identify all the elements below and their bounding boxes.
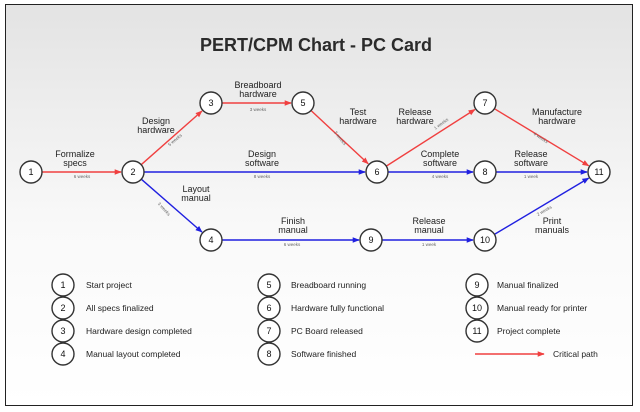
legend-text-8: Software finished bbox=[291, 349, 356, 359]
svg-text:6: 6 bbox=[374, 167, 379, 177]
event-node-3: 3 bbox=[199, 91, 223, 115]
svg-text:4: 4 bbox=[208, 235, 213, 245]
activity-arrow-10-11 bbox=[494, 177, 590, 236]
svg-text:1: 1 bbox=[60, 280, 65, 290]
event-node-8: 8 bbox=[473, 160, 497, 184]
svg-text:2: 2 bbox=[60, 303, 65, 313]
activity-duration-6-7: 1 weeks bbox=[433, 116, 450, 130]
svg-text:8: 8 bbox=[482, 167, 487, 177]
event-node-2: 2 bbox=[121, 160, 145, 184]
legend-item-2: 2 bbox=[51, 296, 75, 320]
activity-duration-4-9: 6 weeks bbox=[284, 242, 301, 247]
chart-title: PERT/CPM Chart - PC Card bbox=[200, 35, 432, 55]
svg-text:3: 3 bbox=[60, 326, 65, 336]
svg-text:3: 3 bbox=[208, 98, 213, 108]
activity-duration-7-11: 4 weeks bbox=[533, 131, 550, 145]
event-node-4: 4 bbox=[199, 228, 223, 252]
legend-text-6: Hardware fully functional bbox=[291, 303, 384, 313]
svg-text:9: 9 bbox=[368, 235, 373, 245]
activity-arrow-6-7 bbox=[385, 108, 476, 167]
activity-duration-2-6: 8 weeks bbox=[254, 174, 271, 179]
legend-text-4: Manual layout completed bbox=[86, 349, 181, 359]
legend-text-5: Breadboard running bbox=[291, 280, 366, 290]
event-node-1: 1 bbox=[19, 160, 43, 184]
svg-text:10: 10 bbox=[480, 235, 490, 245]
legend-text-10: Manual ready for printer bbox=[497, 303, 587, 313]
activity-duration-5-6: 3 weeks bbox=[333, 130, 348, 147]
legend-text-3: Hardware design completed bbox=[86, 326, 192, 336]
svg-text:1: 1 bbox=[28, 167, 33, 177]
legend-text-9: Manual finalized bbox=[497, 280, 559, 290]
event-node-6: 6 bbox=[365, 160, 389, 184]
svg-text:4: 4 bbox=[60, 349, 65, 359]
legend-item-3: 3 bbox=[51, 319, 75, 343]
diagram-frame bbox=[5, 4, 633, 406]
activity-arrow-2-3 bbox=[140, 110, 203, 166]
activity-duration-1-2: 6 weeks bbox=[74, 174, 91, 179]
activity-duration-3-5: 3 weeks bbox=[250, 107, 267, 112]
event-node-5: 5 bbox=[291, 91, 315, 115]
activity-duration-6-8: 4 weeks bbox=[432, 174, 449, 179]
critical-path-label: Critical path bbox=[553, 349, 598, 359]
legend-text-11: Project complete bbox=[497, 326, 561, 336]
activity-duration-8-11: 1 week bbox=[524, 174, 539, 179]
legend-text-1: Start project bbox=[86, 280, 132, 290]
legend: 1 Start project 2 All specs finalized 3 Hardw… bbox=[51, 273, 598, 366]
event-node-7: 7 bbox=[473, 91, 497, 115]
event-node-11: 11 bbox=[587, 160, 611, 184]
activity-arrow-2-4 bbox=[140, 178, 203, 233]
legend-item-6: 6 bbox=[257, 296, 281, 320]
event-node-9: 9 bbox=[359, 228, 383, 252]
svg-text:7: 7 bbox=[482, 98, 487, 108]
legend-item-10: 10 bbox=[465, 296, 489, 320]
svg-text:5: 5 bbox=[300, 98, 305, 108]
svg-text:2: 2 bbox=[130, 167, 135, 177]
activity-duration-9-10: 1 week bbox=[422, 242, 437, 247]
svg-text:5: 5 bbox=[266, 280, 271, 290]
legend-item-5: 5 bbox=[257, 273, 281, 297]
activity-arrow-5-6 bbox=[310, 109, 369, 165]
svg-text:10: 10 bbox=[472, 303, 482, 313]
legend-item-4: 4 bbox=[51, 342, 75, 366]
legend-item-11: 11 bbox=[465, 319, 489, 343]
legend-item-1: 1 bbox=[51, 273, 75, 297]
legend-item-7: 7 bbox=[257, 319, 281, 343]
svg-text:8: 8 bbox=[266, 349, 271, 359]
event-node-10: 10 bbox=[473, 228, 497, 252]
legend-item-8: 8 bbox=[257, 342, 281, 366]
svg-text:7: 7 bbox=[266, 326, 271, 336]
activity-arrows bbox=[42, 100, 590, 243]
legend-text-7: PC Board released bbox=[291, 326, 363, 336]
svg-text:11: 11 bbox=[472, 326, 481, 336]
activity-arrow-7-11 bbox=[494, 108, 590, 167]
svg-text:11: 11 bbox=[594, 167, 603, 177]
svg-text:6: 6 bbox=[266, 303, 271, 313]
legend-text-2: All specs finalized bbox=[86, 303, 154, 313]
legend-item-9: 9 bbox=[465, 273, 489, 297]
svg-text:9: 9 bbox=[474, 280, 479, 290]
event-nodes: 1 2 3 4 5 6 7 8 9 10 11 bbox=[19, 91, 611, 252]
